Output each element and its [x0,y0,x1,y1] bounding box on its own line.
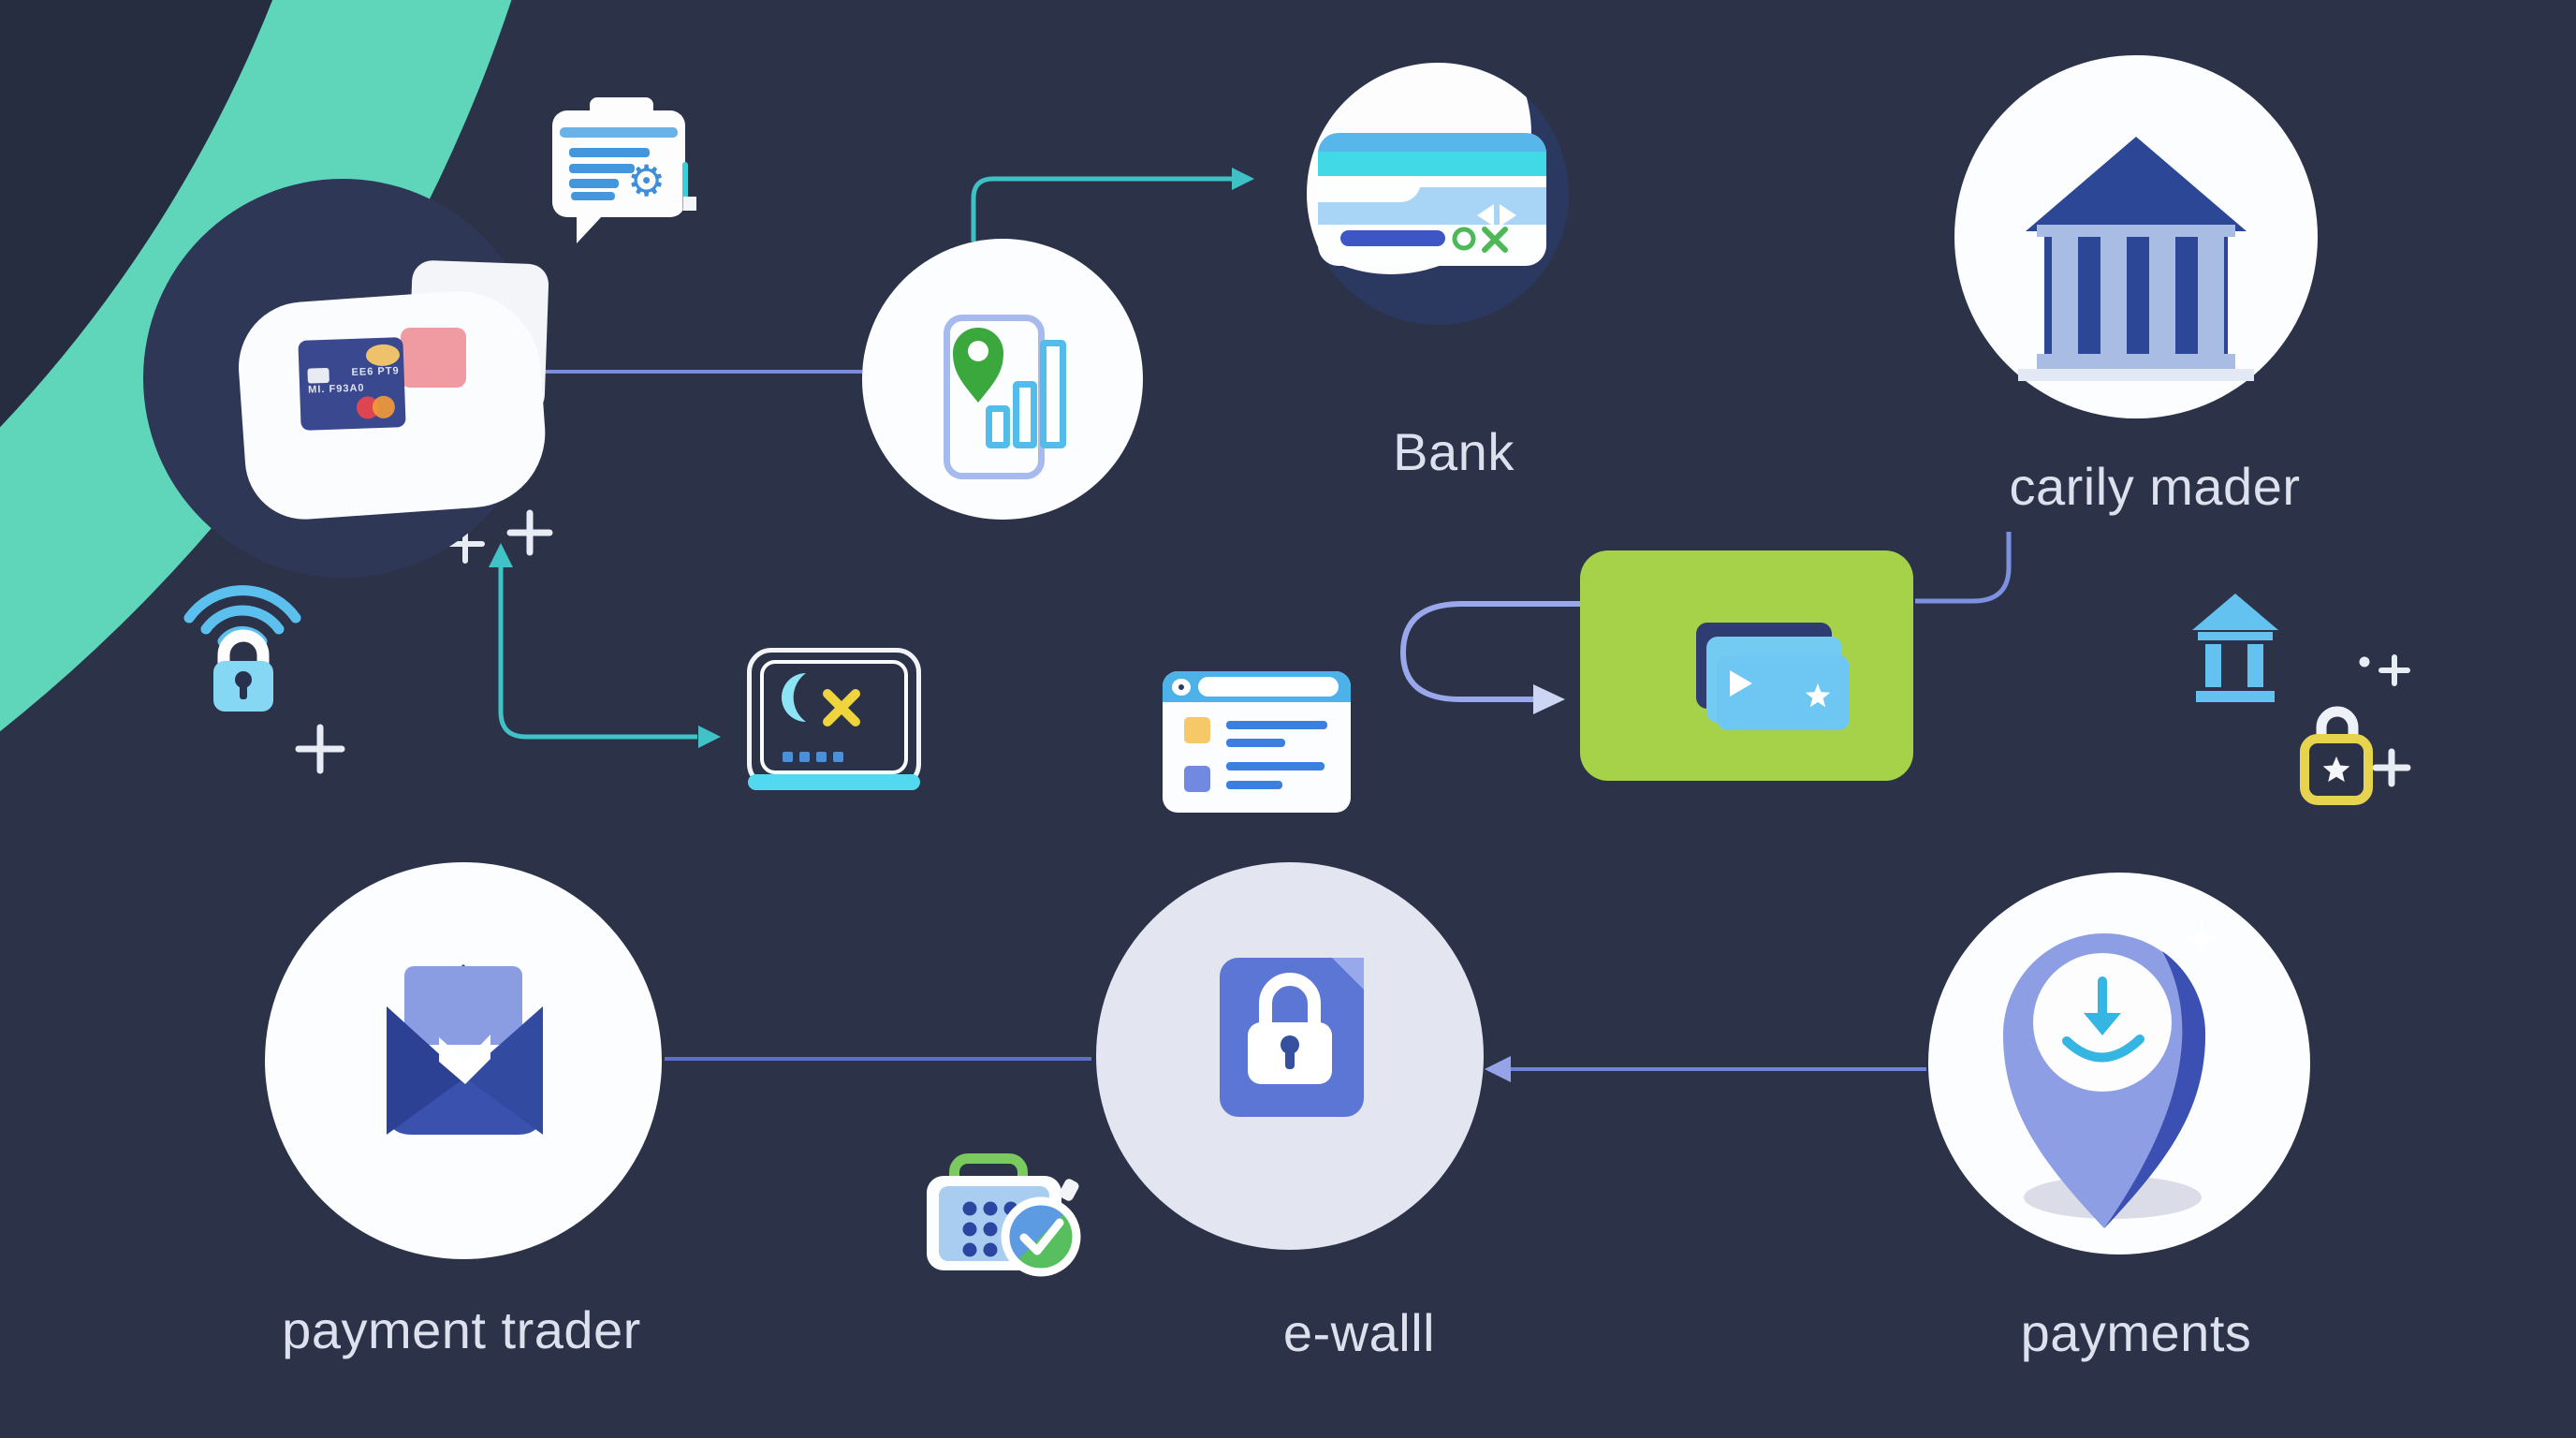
bank-glyph-icon [2192,594,2278,702]
bar-chart-icon [986,405,1010,448]
bubble-tail [577,215,603,243]
stacked-cards-box [1580,550,1913,781]
stacked-cards-icon [1717,655,1850,730]
gear-icon: ⚙ [627,155,666,206]
envelope-node [265,862,662,1259]
credit-card-icon: EE6 PT9 MI. F93A0 [298,337,406,431]
wifi-lock-icon [183,585,301,712]
bank-building-node [1954,55,2318,418]
sparkle-dot-icon [2359,656,2370,668]
bank-card-icon [1318,133,1546,266]
chat-bubble-icon: ⚙ [552,110,688,217]
label-payments: payments [2020,1303,2252,1362]
credit-cards-node: EE6 PT9 MI. F93A0 [143,179,550,578]
label-payment-trader: payment trader [282,1300,641,1359]
card-number-line1: EE6 PT9 [351,365,400,379]
star-lock-icon [2300,706,2373,805]
secure-document-node [1096,862,1484,1250]
card-chip-white [307,367,329,384]
label-institution: carily mader [2009,457,2301,516]
chat-gear-node: ⚙ [552,97,696,243]
plus-sparkle-icon [295,509,2411,787]
card-chip-gold [365,344,401,367]
card-pink [401,328,466,388]
password-dots [783,752,793,762]
pin-shadow [2024,1176,2202,1219]
card-number-line2: MI. F93A0 [307,382,365,396]
label-bank: Bank [1393,422,1515,481]
label-ewallet: e-walll [1282,1303,1436,1362]
browser-window-node [1163,671,1351,813]
address-bar [1198,677,1339,697]
